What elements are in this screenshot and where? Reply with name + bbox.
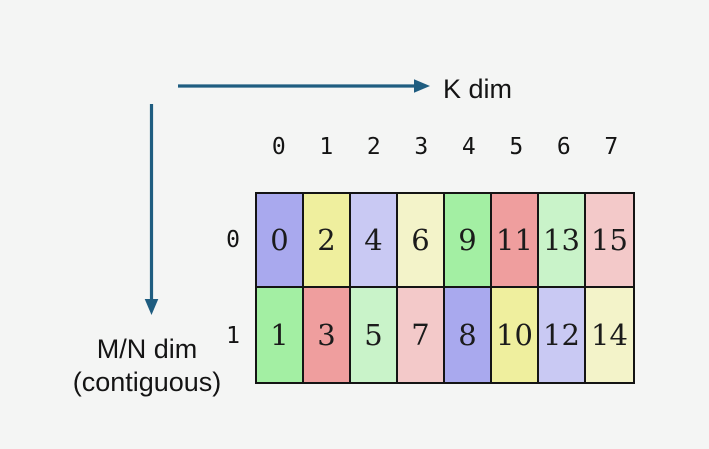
row-header: 0 [226,227,240,253]
matrix-cell: 14 [586,288,633,382]
column-header: 1 [319,134,334,160]
matrix-cell: 13 [539,194,586,288]
matrix-cell: 2 [304,194,351,288]
mn-axis-label-line2: (contiguous) [72,367,222,397]
matrix-cell: 9 [445,194,492,288]
matrix-cell: 1 [257,288,304,382]
matrix-cell: 3 [304,288,351,382]
column-header: 3 [414,134,429,160]
mn-axis-label-line1: M/N dim [96,334,198,364]
k-axis-label: K dim [443,74,513,104]
mn-axis-label: M/N dim (contiguous) [36,333,258,399]
k-axis-arrowhead-icon [414,79,430,93]
column-header: 2 [366,134,381,160]
matrix-cell: 15 [586,194,633,288]
matrix-cell: 12 [539,288,586,382]
column-header: 5 [509,134,524,160]
mn-axis-arrowhead-icon [144,299,159,315]
column-header: 0 [271,134,286,160]
column-header: 6 [556,134,571,160]
matrix-cell: 4 [351,194,398,288]
matrix-cell: 8 [445,288,492,382]
column-headers: 0 1 2 3 4 5 6 7 [255,133,635,161]
matrix-cell: 10 [492,288,539,382]
column-header: 4 [461,134,476,160]
row-header: 1 [226,323,240,349]
matrix-cell: 5 [351,288,398,382]
matrix-cell: 6 [398,194,445,288]
matrix-cell: 7 [398,288,445,382]
matrix-cell: 11 [492,194,539,288]
column-header: 7 [604,134,619,160]
matrix-cell: 0 [257,194,304,288]
